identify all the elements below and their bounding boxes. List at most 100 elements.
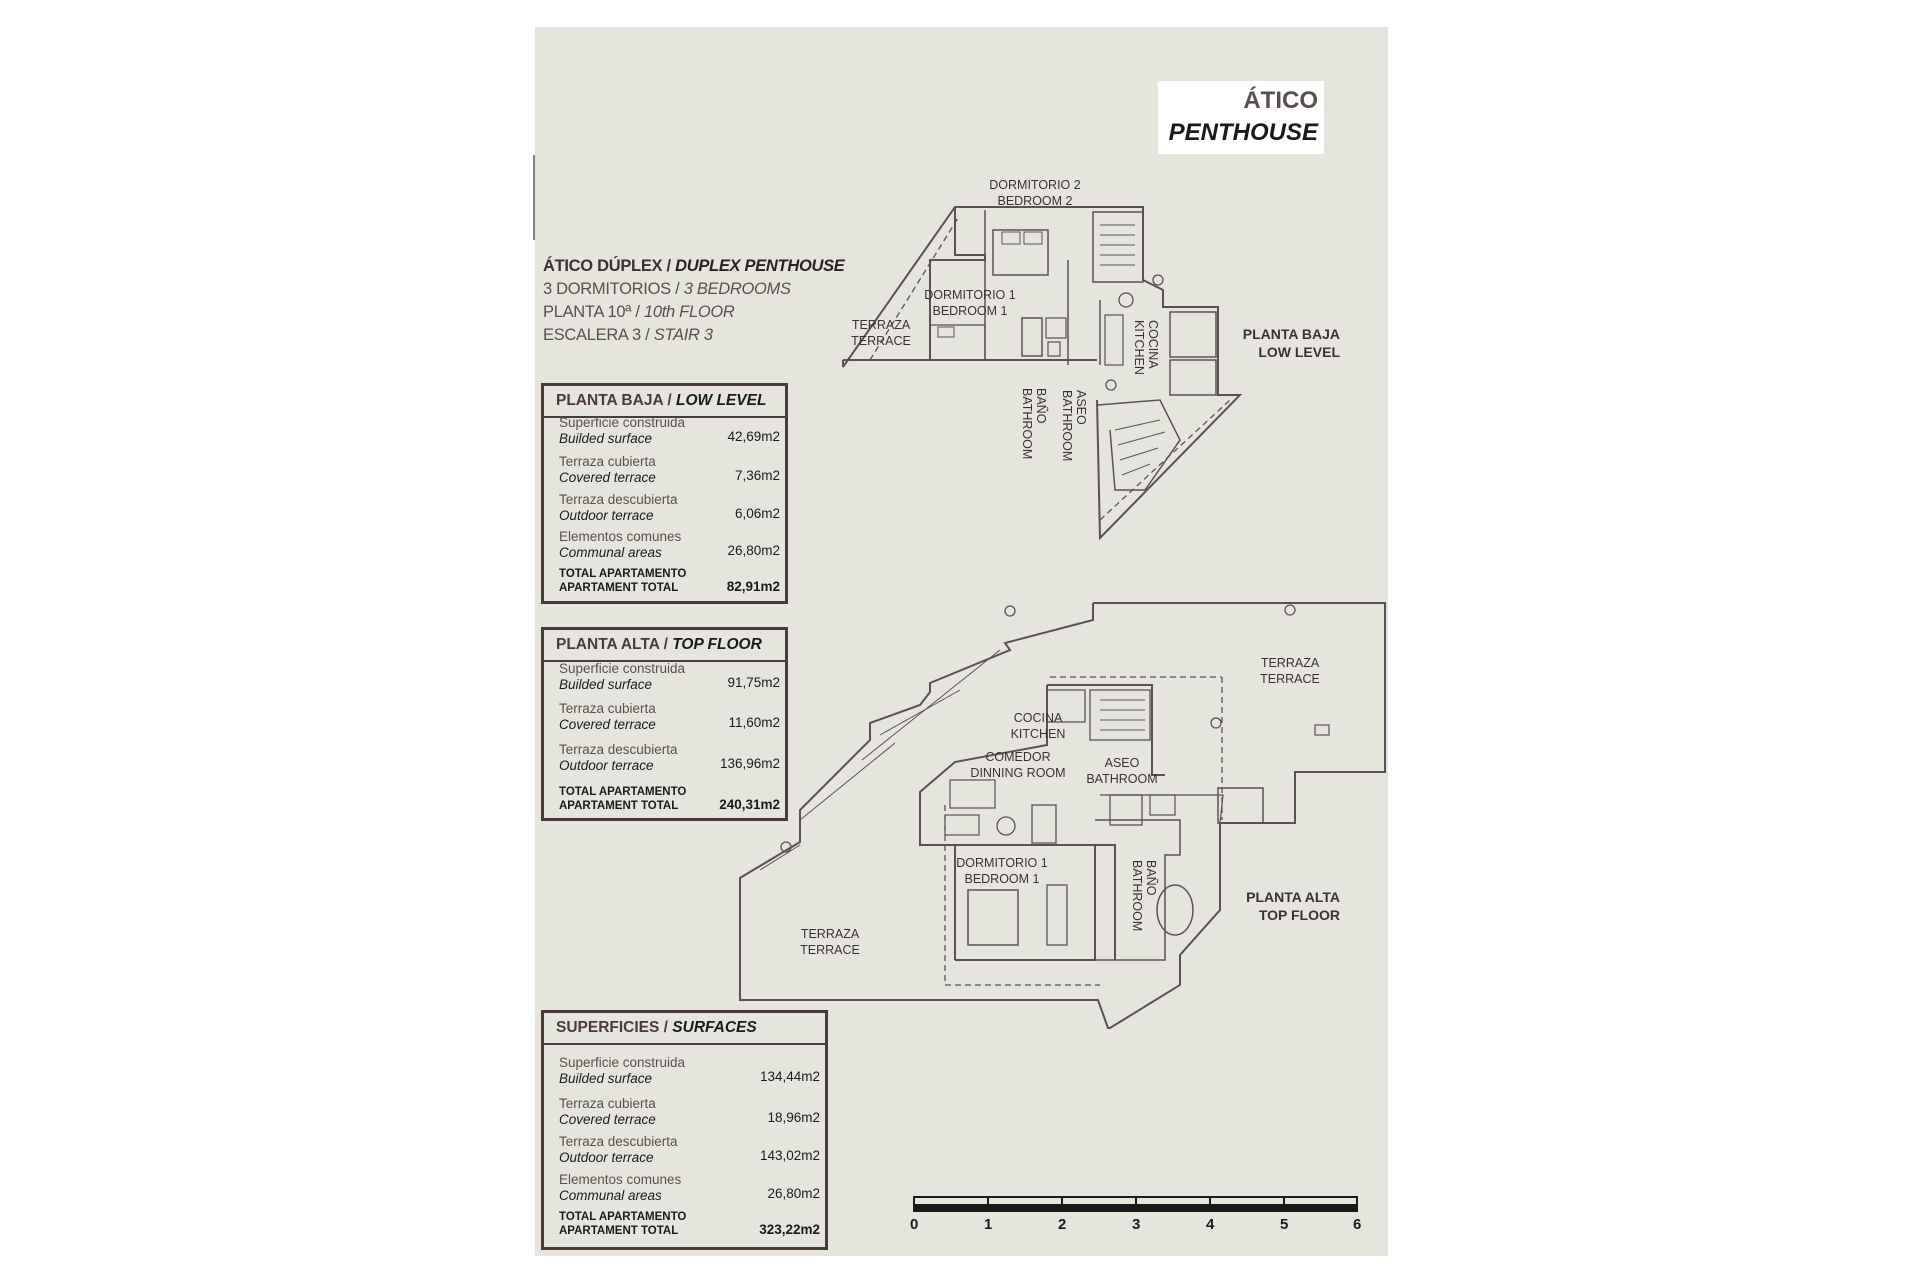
info-bedrooms-es: 3 DORMITORIOS / (543, 280, 680, 298)
table-total-row: TOTAL APARTAMENTO APARTAMENT TOTAL 240,3… (544, 784, 785, 818)
row-label-en: Outdoor terrace (559, 758, 654, 773)
row-label-es: Terraza cubierta (559, 701, 656, 716)
total-value: 323,22m2 (759, 1222, 820, 1237)
row-value: 91,75m2 (727, 675, 780, 690)
scale-tick-label: 5 (1280, 1216, 1289, 1233)
row-label-en: Covered terrace (559, 470, 656, 485)
info-type-en: DUPLEX PENTHOUSE (675, 257, 845, 275)
table-row: Elementos comunes Communal areas 26,80m2 (544, 529, 785, 563)
row-label-en: Covered terrace (559, 717, 656, 732)
info-floor: PLANTA 10ª / 10th FLOOR (543, 303, 735, 322)
top-floor-table: PLANTA ALTA / TOP FLOOR Superficie const… (541, 627, 788, 821)
row-label-es: Superficie construida (559, 415, 686, 430)
table-row: Terraza descubierta Outdoor terrace 136,… (544, 742, 785, 776)
floorplan-sheet (535, 27, 1388, 1256)
total-label-es: TOTAL APARTAMENTO (559, 1211, 687, 1223)
row-value: 11,60m2 (728, 715, 780, 730)
row-label-es: Terraza descubierta (559, 742, 678, 757)
row-label-en: Covered terrace (559, 1112, 656, 1127)
info-bedrooms-en: 3 BEDROOMS (683, 280, 791, 298)
row-label-es: Terraza cubierta (559, 454, 656, 469)
table-row: Terraza descubierta Outdoor terrace 143,… (544, 1134, 825, 1168)
row-label-es: Elementos comunes (559, 1172, 682, 1187)
low-level-plan (842, 206, 1243, 541)
row-label-es: Terraza descubierta (559, 492, 678, 507)
row-label-en: Outdoor terrace (559, 1150, 654, 1165)
table-row: Superficie construida Builded surface 42… (544, 415, 785, 449)
table-total-row: TOTAL APARTAMENTO APARTAMENT TOTAL 82,91… (544, 566, 785, 600)
low-level-table: PLANTA BAJA / LOW LEVEL Superficie const… (541, 383, 788, 604)
low-level-table-header: PLANTA BAJA / LOW LEVEL (544, 386, 785, 418)
info-floor-es: PLANTA 10ª / (543, 303, 640, 321)
scale-tick-label: 4 (1206, 1216, 1215, 1233)
row-value: 134,44m2 (759, 1069, 820, 1084)
table-row: Terraza cubierta Covered terrace 7,36m2 (544, 454, 785, 488)
info-stair-en: STAIR 3 (653, 326, 713, 344)
total-label-es: TOTAL APARTAMENTO (559, 568, 687, 580)
total-label-en: APARTAMENT TOTAL (559, 1225, 679, 1237)
total-value: 82,91m2 (726, 579, 780, 594)
table-row: Elementos comunes Communal areas 26,80m2 (544, 1172, 825, 1206)
title-badge: ÁTICO PENTHOUSE (1158, 81, 1324, 154)
table-row: Terraza descubierta Outdoor terrace 6,06… (544, 492, 785, 526)
low-level-table-title: PLANTA BAJA / LOW LEVEL (556, 392, 767, 409)
row-value: 7,36m2 (734, 468, 780, 483)
total-value: 240,31m2 (719, 797, 780, 812)
total-label-en: APARTAMENT TOTAL (559, 582, 679, 594)
scale-tick-label: 6 (1353, 1216, 1362, 1233)
total-label-es: TOTAL APARTAMENTO (559, 786, 687, 798)
sheet-edge-mark (533, 155, 535, 240)
row-value: 18,96m2 (767, 1110, 820, 1125)
top-floor-table-title: PLANTA ALTA / TOP FLOOR (556, 636, 762, 653)
scale-tick-label: 0 (910, 1216, 919, 1233)
table-row: Superficie construida Builded surface 91… (544, 661, 785, 695)
row-label-es: Elementos comunes (559, 529, 682, 544)
row-value: 26,80m2 (727, 543, 780, 558)
total-label-en: APARTAMENT TOTAL (559, 800, 679, 812)
row-label-es: Superficie construida (559, 661, 686, 676)
top-floor-plan (739, 602, 1386, 1029)
surfaces-table: SUPERFICIES / SURFACES Superficie constr… (541, 1010, 828, 1250)
row-label-en: Builded surface (559, 677, 653, 692)
badge-title-es: ÁTICO (1243, 87, 1318, 114)
scale-bar (913, 1196, 1358, 1212)
scale-tick-label: 2 (1058, 1216, 1067, 1233)
info-floor-en: 10th FLOOR (643, 303, 735, 321)
row-value: 136,96m2 (719, 756, 780, 771)
info-type-es: ÁTICO DÚPLEX / (543, 257, 671, 275)
row-label-en: Builded surface (559, 1071, 653, 1086)
info-type: ÁTICO DÚPLEX / DUPLEX PENTHOUSE (543, 257, 845, 276)
table-total-row: TOTAL APARTAMENTO APARTAMENT TOTAL 323,2… (544, 1209, 825, 1243)
info-stair: ESCALERA 3 / STAIR 3 (543, 326, 713, 345)
row-label-en: Communal areas (559, 545, 662, 560)
scale-tick-label: 1 (984, 1216, 993, 1233)
row-label-en: Builded surface (559, 431, 653, 446)
info-bedrooms: 3 DORMITORIOS / 3 BEDROOMS (543, 280, 791, 299)
top-floor-table-header: PLANTA ALTA / TOP FLOOR (544, 630, 785, 662)
row-label-es: Terraza descubierta (559, 1134, 678, 1149)
row-label-es: Terraza cubierta (559, 1096, 656, 1111)
info-stair-es: ESCALERA 3 / (543, 326, 650, 344)
row-label-en: Outdoor terrace (559, 508, 654, 523)
row-label-en: Communal areas (559, 1188, 662, 1203)
row-value: 42,69m2 (727, 429, 780, 444)
table-row: Terraza cubierta Covered terrace 11,60m2 (544, 701, 785, 735)
surfaces-table-header: SUPERFICIES / SURFACES (544, 1013, 825, 1045)
row-value: 6,06m2 (734, 506, 780, 521)
table-row: Superficie construida Builded surface 13… (544, 1055, 825, 1089)
